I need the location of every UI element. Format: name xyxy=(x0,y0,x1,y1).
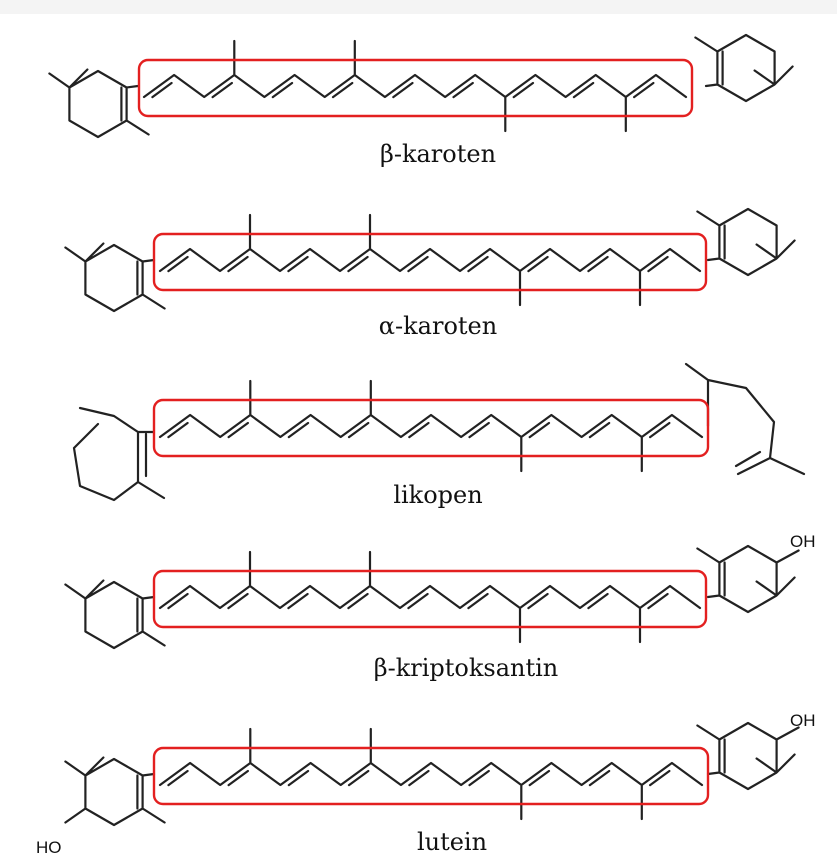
polyene-chain xyxy=(142,39,688,133)
polyene-chain xyxy=(158,379,704,473)
left-ring xyxy=(48,68,150,139)
molecule-lutein: lutein OH HO xyxy=(36,711,816,857)
hydroxyl-label: OH xyxy=(790,532,816,551)
highlight-box xyxy=(152,746,710,806)
left-ring xyxy=(72,406,166,502)
left-ring xyxy=(64,756,166,827)
molecule-name: likopen xyxy=(393,481,482,509)
top-bar xyxy=(0,0,837,14)
hydroxyl-label-left: HO xyxy=(36,838,62,857)
molecule-name: β-kriptoksantin xyxy=(374,654,559,682)
hydroxyl-label: OH xyxy=(790,711,816,730)
molecule-beta-cryptoxanthin: β-kriptoksantin OH xyxy=(64,532,816,682)
molecule-lycopene: likopen xyxy=(72,362,806,509)
highlight-box xyxy=(137,58,694,118)
polyene-chain xyxy=(158,550,702,644)
polyene-chain xyxy=(158,727,704,821)
polyene-chain xyxy=(158,213,702,307)
right-ring xyxy=(694,33,794,103)
left-ring xyxy=(64,242,166,313)
molecule-alpha-carotene: α-karoten xyxy=(64,207,796,340)
molecule-name: β-karoten xyxy=(380,140,496,168)
highlight-box xyxy=(152,232,708,292)
right-ring xyxy=(696,207,796,277)
right-ring xyxy=(696,721,800,791)
highlight-box xyxy=(152,398,710,458)
highlight-box xyxy=(152,569,708,629)
left-ring xyxy=(64,579,166,650)
molecule-name: lutein xyxy=(417,828,487,856)
right-ring xyxy=(684,362,806,476)
molecule-name: α-karoten xyxy=(379,312,497,340)
molecule-beta-carotene: β-karoten xyxy=(48,33,794,168)
right-ring xyxy=(696,544,800,614)
